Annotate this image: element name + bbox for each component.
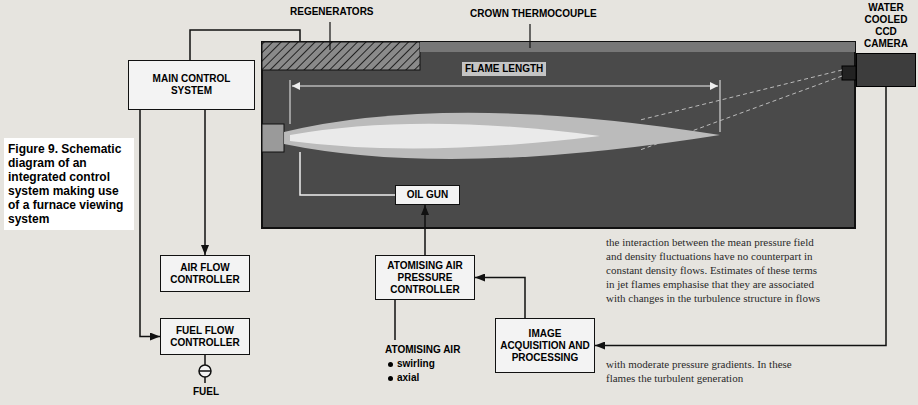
part-label: CROWN THERMOCOUPLE — [470, 8, 597, 20]
fuel-line — [204, 355, 206, 365]
signal-connector — [475, 278, 525, 319]
fuel-valve — [199, 365, 211, 377]
controller-box: ATOMISING AIR PRESSURE CONTROLLER — [375, 255, 475, 300]
camera-lens — [842, 66, 856, 80]
controller-box: FUEL FLOW CONTROLLER — [160, 318, 250, 355]
furnace-chamber — [262, 42, 855, 228]
burner-quarl — [262, 124, 284, 152]
flame-shape — [284, 113, 720, 159]
control-box: MAIN CONTROL SYSTEM — [128, 60, 255, 110]
camera-view-line — [640, 76, 842, 150]
leader-line — [329, 22, 330, 50]
signal-connector — [424, 205, 426, 255]
signal-connector — [595, 87, 886, 346]
page-text: the interaction between the mean pressur… — [606, 236, 814, 249]
camera-body — [856, 53, 916, 87]
box-label: ATOMISING AIR PRESSURE CONTROLLER — [380, 260, 470, 296]
fuel-line — [204, 377, 206, 383]
figure-caption: Figure 9. Schematic diagram of an integr… — [4, 138, 134, 230]
dimension-tick — [720, 80, 721, 132]
furnace-crown — [420, 42, 855, 52]
part-label: ATOMISING AIR — [385, 344, 460, 356]
part-label: REGENERATORS — [290, 6, 374, 18]
page-text: constant density flows. Estimates of the… — [606, 264, 817, 277]
box-label: AIR FLOW CONTROLLER — [165, 262, 245, 286]
bullet-dot — [388, 376, 393, 381]
camera: WATER COOLED CCD CAMERA — [856, 2, 916, 87]
atomising-air-line — [394, 300, 396, 340]
oil-supply-line — [300, 152, 395, 195]
dimension-tick — [290, 80, 291, 124]
option-label: swirling — [397, 358, 435, 370]
leader-line — [529, 24, 530, 48]
oil-gun-box: OIL GUN — [395, 185, 460, 205]
box-label: MAIN CONTROL SYSTEM — [133, 73, 250, 97]
page-text: and density fluctuations have no counter… — [606, 250, 813, 263]
page-text: with changes in the turbulence structure… — [606, 292, 820, 305]
box-label: IMAGE ACQUISITION AND PROCESSING — [500, 328, 590, 364]
camera-label: WATER COOLED CCD CAMERA — [856, 2, 916, 50]
flame-length-dimension — [292, 85, 718, 86]
box-label: OIL GUN — [407, 189, 448, 201]
page-text: flames the turbulent generation — [606, 372, 743, 385]
regenerator-block — [262, 42, 420, 70]
bullet-dot — [388, 362, 393, 367]
signal-connector — [204, 110, 206, 255]
fuel-valve-bar — [199, 370, 211, 372]
controller-box: AIR FLOW CONTROLLER — [160, 255, 250, 292]
page-text: in jet flames emphasise that they are as… — [606, 278, 814, 291]
flame-core — [290, 124, 600, 149]
box-label: FUEL FLOW CONTROLLER — [165, 325, 245, 349]
signal-connector — [140, 110, 160, 337]
part-label: FUEL — [193, 386, 219, 398]
page-text: with moderate pressure gradients. In the… — [606, 358, 792, 371]
processing-box: IMAGE ACQUISITION AND PROCESSING — [495, 318, 595, 373]
option-label: axial — [397, 372, 419, 384]
part-label: FLAME LENGTH — [462, 62, 546, 76]
thermocouple-wire — [190, 30, 300, 60]
